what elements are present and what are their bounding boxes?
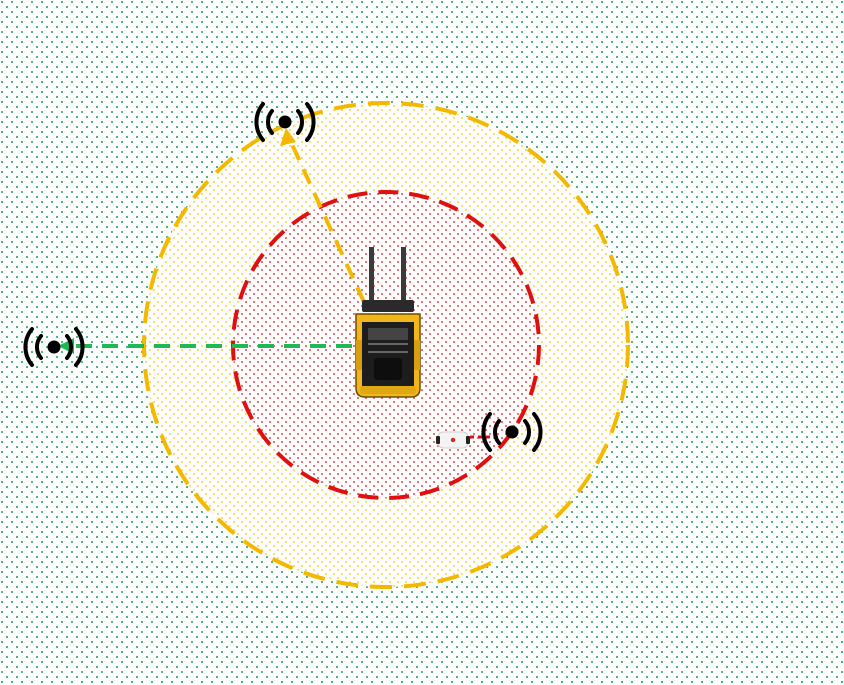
wearable-tag-icon	[436, 431, 470, 449]
forklift-mast	[362, 300, 414, 312]
beacon-left	[23, 327, 85, 367]
forklift-icon	[355, 247, 421, 398]
arrow-head-top	[280, 128, 296, 146]
beacon-right	[481, 412, 543, 452]
wireless-beacon-icon	[481, 412, 543, 452]
forklift-fork-right	[401, 247, 406, 307]
beacon-top	[254, 102, 316, 142]
link-line-top-beacon	[288, 139, 366, 303]
wireless-beacon-icon	[23, 327, 85, 367]
forklift-fork-left	[369, 247, 374, 307]
wireless-beacon-icon	[254, 102, 316, 142]
